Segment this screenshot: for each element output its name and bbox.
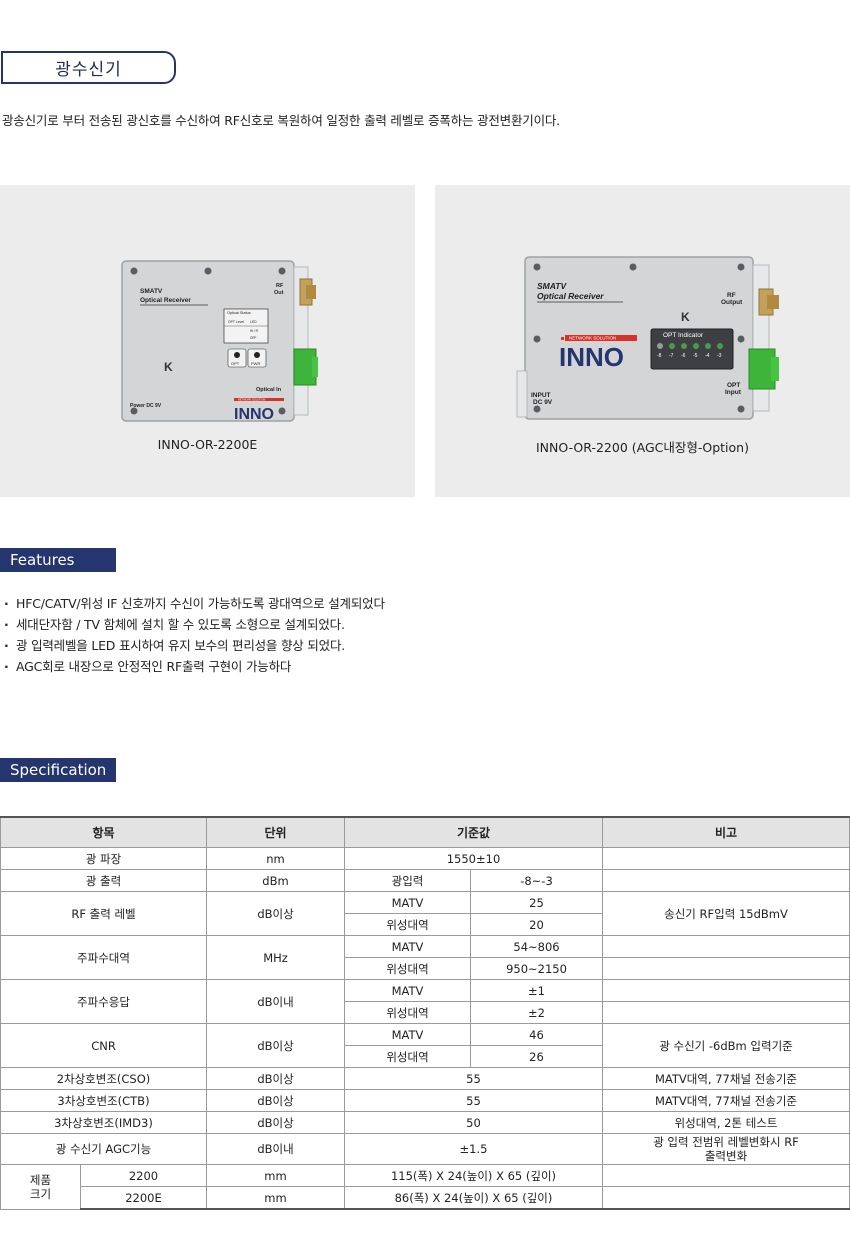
kc-mark-icon: K <box>164 360 173 374</box>
product-photo-2200: SMATV Optical Receiver K RF Output NETWO… <box>435 185 850 497</box>
svg-text:NETWORK SOLUTION: NETWORK SOLUTION <box>569 336 616 341</box>
intro-text: 광송신기로 부터 전송된 광신호를 수신하여 RF신호로 복원하여 일정한 출력… <box>2 113 560 128</box>
svg-text:NETWORK SOLUTION: NETWORK SOLUTION <box>238 398 265 402</box>
svg-text:Optical Status: Optical Status <box>227 311 251 315</box>
svg-text:Optical In: Optical In <box>256 387 282 393</box>
svg-text:OFF: OFF <box>250 336 256 340</box>
svg-text:PWR: PWR <box>251 361 260 366</box>
inno-logo: INNO <box>559 342 624 372</box>
svg-text:Optical Receiver: Optical Receiver <box>537 291 604 301</box>
svg-text:SMATV: SMATV <box>537 281 567 291</box>
table-row: 위성대역 950~2150 <box>1 957 850 980</box>
opt-indicator-leds <box>657 343 723 349</box>
svg-text:-5: -5 <box>693 353 698 359</box>
table-row: 3차상호변조(IMD3) dB이상 50 위성대역, 2톤 테스트 <box>0 1111 850 1134</box>
svg-text:OPT: OPT <box>727 382 740 389</box>
svg-text:RF: RF <box>727 292 736 299</box>
svg-text:-4: -4 <box>705 353 710 359</box>
header-value: 기준값 <box>344 816 603 848</box>
svg-text:Out: Out <box>274 290 284 296</box>
caption-2200e: INNO-OR-2200E <box>157 437 258 452</box>
table-row: 항목 단위 기준값 비고 <box>0 816 850 848</box>
device-label-1: SMATV <box>140 288 163 295</box>
table-row: 위성대역 ±2 <box>1 1001 850 1024</box>
svg-text:Power DC 9V: Power DC 9V <box>130 403 162 409</box>
svg-text:Output: Output <box>721 299 743 306</box>
svg-text:Hi / R: Hi / R <box>250 329 259 333</box>
table-row: RF 출력 레벨 dB이상 MATV 25 송신기 RF입력 15dBmV <box>0 891 850 936</box>
header-item: 항목 <box>0 816 207 848</box>
svg-text:DC 9V: DC 9V <box>533 399 553 406</box>
kc-mark-icon: K <box>681 310 690 324</box>
list-item: HFC/CATV/위성 IF 신호까지 수신이 가능하도록 광대역으로 설계되었… <box>4 593 385 614</box>
product-photo-2200e: SMATV Optical Receiver RF Out Optical St… <box>0 185 415 497</box>
svg-text:-7: -7 <box>669 353 674 359</box>
device-label-2: Optical Receiver <box>140 297 191 304</box>
table-row: 광 출력 dBm 광입력 -8~-3 <box>0 869 850 892</box>
features-heading: Features <box>0 548 116 572</box>
table-row: 3차상호변조(CTB) dB이상 55 MATV대역, 77채널 전송기준 <box>0 1089 850 1112</box>
page-title: 광수신기 <box>1 51 176 84</box>
spec-heading: Specification <box>0 758 116 782</box>
svg-text:-8: -8 <box>657 353 662 359</box>
svg-text:INPUT: INPUT <box>531 392 551 399</box>
spec-table: 항목 단위 기준값 비고 광 파장 nm 1550±10 광 출력 dBm 광입… <box>0 816 850 1210</box>
inno-logo: INNO <box>234 406 274 423</box>
device-2200e-image: SMATV Optical Receiver RF Out Optical St… <box>121 260 318 423</box>
rf-out-label: RF <box>276 283 284 289</box>
header-unit: 단위 <box>206 816 345 848</box>
list-item: 광 입력레벨을 LED 표시하여 유지 보수의 편리성을 향상 되었다. <box>4 635 385 656</box>
svg-text:OPT Level: OPT Level <box>228 320 244 324</box>
svg-text:OPT Indicator: OPT Indicator <box>663 332 704 339</box>
table-row: 2200E mm 86(폭) X 24(높이) X 65 (깊이) <box>1 1186 850 1210</box>
table-row: 2차상호변조(CSO) dB이상 55 MATV대역, 77채널 전송기준 <box>0 1067 850 1090</box>
svg-text:Input: Input <box>725 389 742 396</box>
svg-text:-3: -3 <box>717 353 722 359</box>
device-2200-image: SMATV Optical Receiver K RF Output NETWO… <box>516 256 779 420</box>
table-row: 광 파장 nm 1550±10 <box>0 847 850 870</box>
caption-2200: INNO-OR-2200 (AGC내장형-Option) <box>536 440 749 455</box>
features-list: HFC/CATV/위성 IF 신호까지 수신이 가능하도록 광대역으로 설계되었… <box>4 593 385 677</box>
svg-text:-6: -6 <box>681 353 686 359</box>
list-item: AGC회로 내장으로 안정적인 RF출력 구현이 가능하다 <box>4 656 385 677</box>
svg-text:OPT: OPT <box>231 361 240 366</box>
svg-text:LED: LED <box>250 320 257 324</box>
table-row: CNR dB이상 MATV 46 광 수신기 -6dBm 입력기준 <box>0 1023 850 1068</box>
table-row: 주파수응답 dB이내 MATV ±1 <box>0 979 850 1024</box>
table-row: 주파수대역 MHz MATV 54~806 <box>0 935 850 980</box>
header-note: 비고 <box>602 816 850 848</box>
list-item: 세대단자함 / TV 함체에 설치 할 수 있도록 소형으로 설계되었다. <box>4 614 385 635</box>
